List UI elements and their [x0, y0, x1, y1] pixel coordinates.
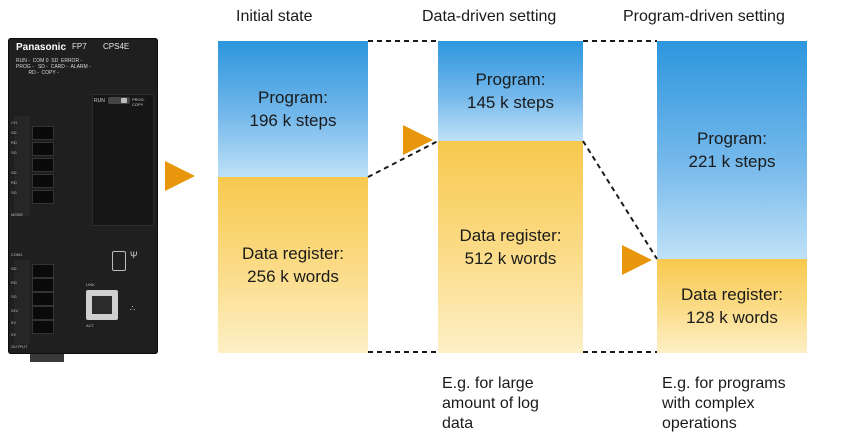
- plc-front-cover: [92, 94, 154, 226]
- terminal-label: SG: [11, 190, 17, 195]
- dashed-line-split-2: [582, 140, 658, 260]
- program-area-label: Program: 145 k steps: [467, 70, 554, 112]
- column-title-initial: Initial state: [236, 8, 313, 25]
- program-area: Program: 221 k steps: [657, 41, 807, 259]
- data-register-area: Data register: 256 k words: [218, 177, 368, 353]
- plc-status-leds: RUN - COM 0 SD ERROR - PROG - SD - CARD …: [16, 58, 91, 76]
- terminal-slot: [32, 142, 54, 156]
- plc-link-label: LINK: [86, 282, 95, 287]
- terminal-slot: [32, 320, 54, 334]
- plc-act-label: ACT: [86, 323, 94, 328]
- usb-port: [112, 251, 126, 271]
- data-register-label: Data register: 256 k words: [241, 244, 345, 286]
- terminal-label: SD: [11, 266, 17, 271]
- terminal-label: RD: [11, 280, 17, 285]
- note-program-driven: E.g. for programs with complex operation…: [662, 375, 786, 432]
- terminal-label: CH: [11, 120, 17, 125]
- network-icon: ∴: [130, 304, 136, 313]
- usb-icon: Ψ: [130, 250, 138, 260]
- terminal-slot: [32, 126, 54, 140]
- terminal-label: SD: [11, 130, 17, 135]
- terminal-slot: [32, 174, 54, 188]
- memory-column-program-driven: Program: 221 k steps Data register: 128 …: [657, 41, 807, 353]
- arrow-right-icon: [165, 161, 195, 191]
- program-area-label: Program: 196 k steps: [249, 88, 337, 130]
- memory-column-initial: Program: 196 k steps Data register: 256 …: [218, 41, 368, 353]
- program-area: Program: 145 k steps: [438, 41, 583, 141]
- column-title-program-driven: Program-driven setting: [623, 8, 785, 25]
- terminal-label: SG: [11, 294, 17, 299]
- plc-prog-label: PROG. COPY: [132, 97, 145, 107]
- terminal-label: SD: [11, 170, 17, 175]
- data-register-area: Data register: 512 k words: [438, 141, 583, 353]
- plc-com-label: COM1: [11, 252, 23, 257]
- plc-device-image: Panasonic FP7 CPS4E RUN - COM 0 SD ERROR…: [8, 38, 158, 362]
- terminal-slot: [32, 264, 54, 278]
- plc-output-label: OUTPUT: [11, 344, 28, 349]
- plc-model: FP7: [72, 42, 87, 51]
- note-data-driven: E.g. for large amount of log data: [442, 375, 539, 432]
- plc-bottom-terminal: [14, 260, 30, 344]
- terminal-label: 24V: [11, 308, 19, 313]
- plc-mode-switch: [108, 97, 130, 104]
- terminal-slot: [32, 306, 54, 320]
- terminal-slot: [32, 158, 54, 172]
- column-title-data-driven: Data-driven setting: [422, 8, 557, 25]
- terminal-label: RD: [11, 140, 17, 145]
- terminal-label: RD: [11, 180, 17, 185]
- plc-run-label: RUN: [94, 98, 105, 104]
- data-register-label: Data register: 128 k words: [680, 285, 784, 327]
- memory-column-data-driven: Program: 145 k steps Data register: 512 …: [438, 41, 583, 353]
- program-area: Program: 196 k steps: [218, 41, 368, 177]
- terminal-slot: [32, 292, 54, 306]
- arrow-right-icon: [403, 125, 433, 155]
- plc-mount-foot: [30, 354, 64, 362]
- plc-cpu-model: CPS4E: [103, 42, 130, 51]
- plc-brand: Panasonic: [16, 42, 67, 53]
- ethernet-port: [86, 290, 118, 320]
- program-area-label: Program: 221 k steps: [688, 129, 776, 171]
- terminal-label: MODE: [11, 212, 23, 217]
- plc-left-terminal: [14, 116, 30, 216]
- terminal-label: 5V: [11, 320, 16, 325]
- data-register-area: Data register: 128 k words: [657, 259, 807, 353]
- terminal-label: 0V: [11, 332, 16, 337]
- arrow-right-icon: [622, 245, 652, 275]
- terminal-slot: [32, 190, 54, 204]
- data-register-label: Data register: 512 k words: [459, 226, 562, 268]
- terminal-slot: [32, 278, 54, 292]
- terminal-label: SG: [11, 150, 17, 155]
